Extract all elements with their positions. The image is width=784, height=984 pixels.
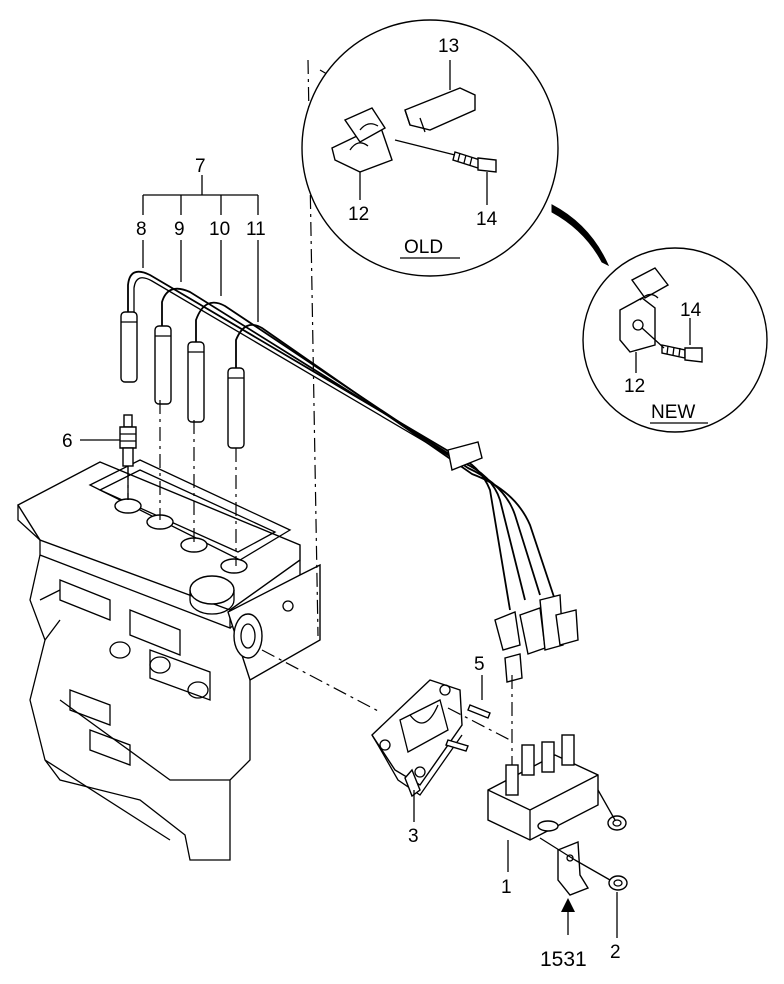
callout-1: 1 — [501, 877, 512, 898]
callout-labels: 7 8 9 10 11 6 5 3 1 2 1531 13 12 14 OLD … — [62, 36, 702, 971]
old-callout-12: 12 — [348, 204, 369, 225]
callout-7: 7 — [195, 156, 206, 177]
ignition-wires — [120, 270, 579, 683]
callout-3: 3 — [408, 826, 419, 847]
old-to-new-arrow — [551, 204, 610, 267]
callout-6: 6 — [62, 431, 73, 452]
old-detail-callout — [301, 19, 559, 277]
ignition-coil — [487, 734, 628, 896]
new-detail-callout — [582, 247, 768, 433]
new-callout-14: 14 — [680, 300, 702, 321]
callout-5: 5 — [474, 654, 485, 675]
callout-11: 11 — [246, 219, 266, 240]
new-callout-12: 12 — [624, 376, 645, 397]
callout-9: 9 — [174, 219, 185, 240]
coil-bracket — [371, 679, 491, 798]
callout-1531: 1531 — [540, 948, 587, 971]
callout-8: 8 — [136, 219, 147, 240]
new-detail-label: NEW — [651, 402, 695, 423]
leader-lines — [80, 175, 618, 938]
engine-block — [17, 459, 321, 861]
callout-10: 10 — [209, 219, 230, 240]
old-callout-13: 13 — [438, 36, 459, 57]
old-detail-label: OLD — [404, 237, 443, 258]
old-callout-14: 14 — [476, 209, 498, 230]
callout-2: 2 — [610, 942, 621, 963]
